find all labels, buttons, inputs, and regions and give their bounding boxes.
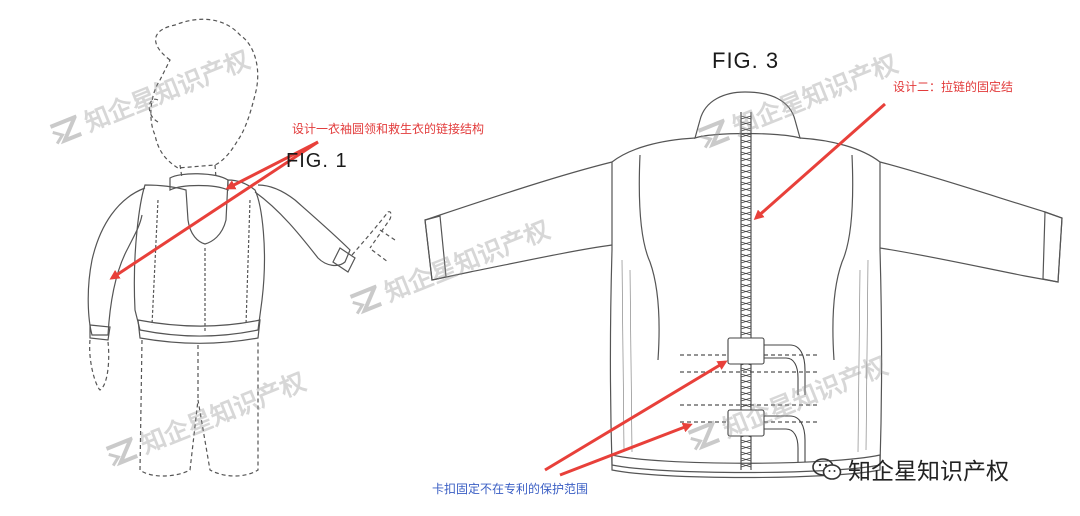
zipper-tooth [740,283,752,288]
fig1-right-cuff [332,247,356,273]
fig1-right-sleeve [254,184,351,267]
fig1-right-hand [351,211,396,263]
arrow-design2-to-zipper [753,102,886,220]
fig1-ear-outline [148,98,159,123]
zipper-tooth [740,271,752,276]
zipper-tooth [740,121,752,126]
design1-annotation: 设计一衣袖圆领和救生衣的链接结构 [292,122,485,136]
fig3-stand-collar [694,91,801,139]
zipper-tooth [740,211,752,216]
zipper-tooth [740,367,752,372]
fig1-left-cuff [89,324,111,341]
zipper-tooth [740,385,752,390]
zipper-tooth [740,445,752,450]
zipper-tooth [740,205,752,210]
zipper-tooth [740,373,752,378]
zipper-tooth [740,439,752,444]
fig3-left-panel-seam [638,154,660,361]
zipper-tooth [740,199,752,204]
zipper-tooth [740,289,752,294]
arrow-buckle-to-upper [544,360,728,472]
fig3-quilt-lines [621,259,869,453]
zipper-tooth [740,265,752,270]
fig3-left-sleeve [424,161,613,281]
fig1-life-vest [133,179,266,337]
zipper-tooth [740,145,752,150]
zipper-tooth [740,187,752,192]
source-badge-text: 知企星知识产权 [848,459,1009,485]
zipper-tooth [740,163,752,168]
fig1-pants [139,339,259,477]
zipper-tooth [740,331,752,336]
zipper-tooth [740,379,752,384]
zipper-tooth [740,217,752,222]
fig1-head-outline [150,18,259,169]
zipper-tooth [740,277,752,282]
zipper-tooth [740,253,752,258]
zipper-tooth [740,151,752,156]
zipper-tooth [740,325,752,330]
zipper-tooth [740,397,752,402]
zipper-tooth [740,313,752,318]
fig1-left-sleeve [87,187,146,336]
zipper-tooth [740,181,752,186]
wechat-icon [812,458,842,480]
fig3-hem-band [611,454,881,479]
zipper-tooth [740,157,752,162]
zipper-tooth [740,451,752,456]
fig1-round-collar [169,173,229,191]
zipper-tooth [740,307,752,312]
zipper-tooth [740,247,752,252]
fig1-vest-bottom-band [137,319,261,344]
zipper-tooth [740,133,752,138]
zipper-tooth [740,193,752,198]
zipper-tooth [740,457,752,462]
fig3-right-sleeve [879,161,1063,283]
zipper-tooth [740,115,752,120]
zipper-tooth [740,295,752,300]
zipper-tooth [740,241,752,246]
annotation-arrows [109,102,886,477]
zipper-tooth [740,139,752,144]
zipper-tooth [740,463,752,468]
source-badge: 知企星知识产权 [812,452,1009,486]
zipper-tooth [740,391,752,396]
zipper-tooth [740,127,752,132]
fig3-jacket-body [609,137,883,474]
zipper-tooth [740,301,752,306]
fig3-left-cuff [424,215,447,281]
fig3-upper-buckle [727,337,765,365]
fig3-buckles [727,337,806,462]
zipper-tooth [740,229,752,234]
zipper-tooth [740,319,752,324]
zipper-tooth [740,259,752,264]
fig3-right-panel-seam [832,154,854,361]
design2-annotation: 设计二：拉链的固定结 [893,80,1014,94]
fig3-right-cuff [1042,211,1063,283]
zipper-tooth [740,175,752,180]
arrow-design1-to-collar [225,140,319,190]
zipper-tooth [740,223,752,228]
fig1-label: FIG. 1 [286,150,348,172]
fig1-vest-seams [151,199,251,332]
buckle-annotation: 卡扣固定不在专利的保护范围 [432,482,589,496]
zipper-tooth [740,235,752,240]
zipper-tooth [740,169,752,174]
fig3-upper-strap [764,344,806,395]
fig3-lower-strap [764,415,806,462]
fig1-left-hand [89,339,110,391]
fig1-drawing [87,18,396,477]
fig3-lower-buckle [727,409,765,437]
arrow-buckle-to-lower [559,422,693,477]
fig3-label: FIG. 3 [712,48,780,73]
arrow-design1-to-sleeve [109,140,319,280]
zipper-tooth [740,403,752,408]
